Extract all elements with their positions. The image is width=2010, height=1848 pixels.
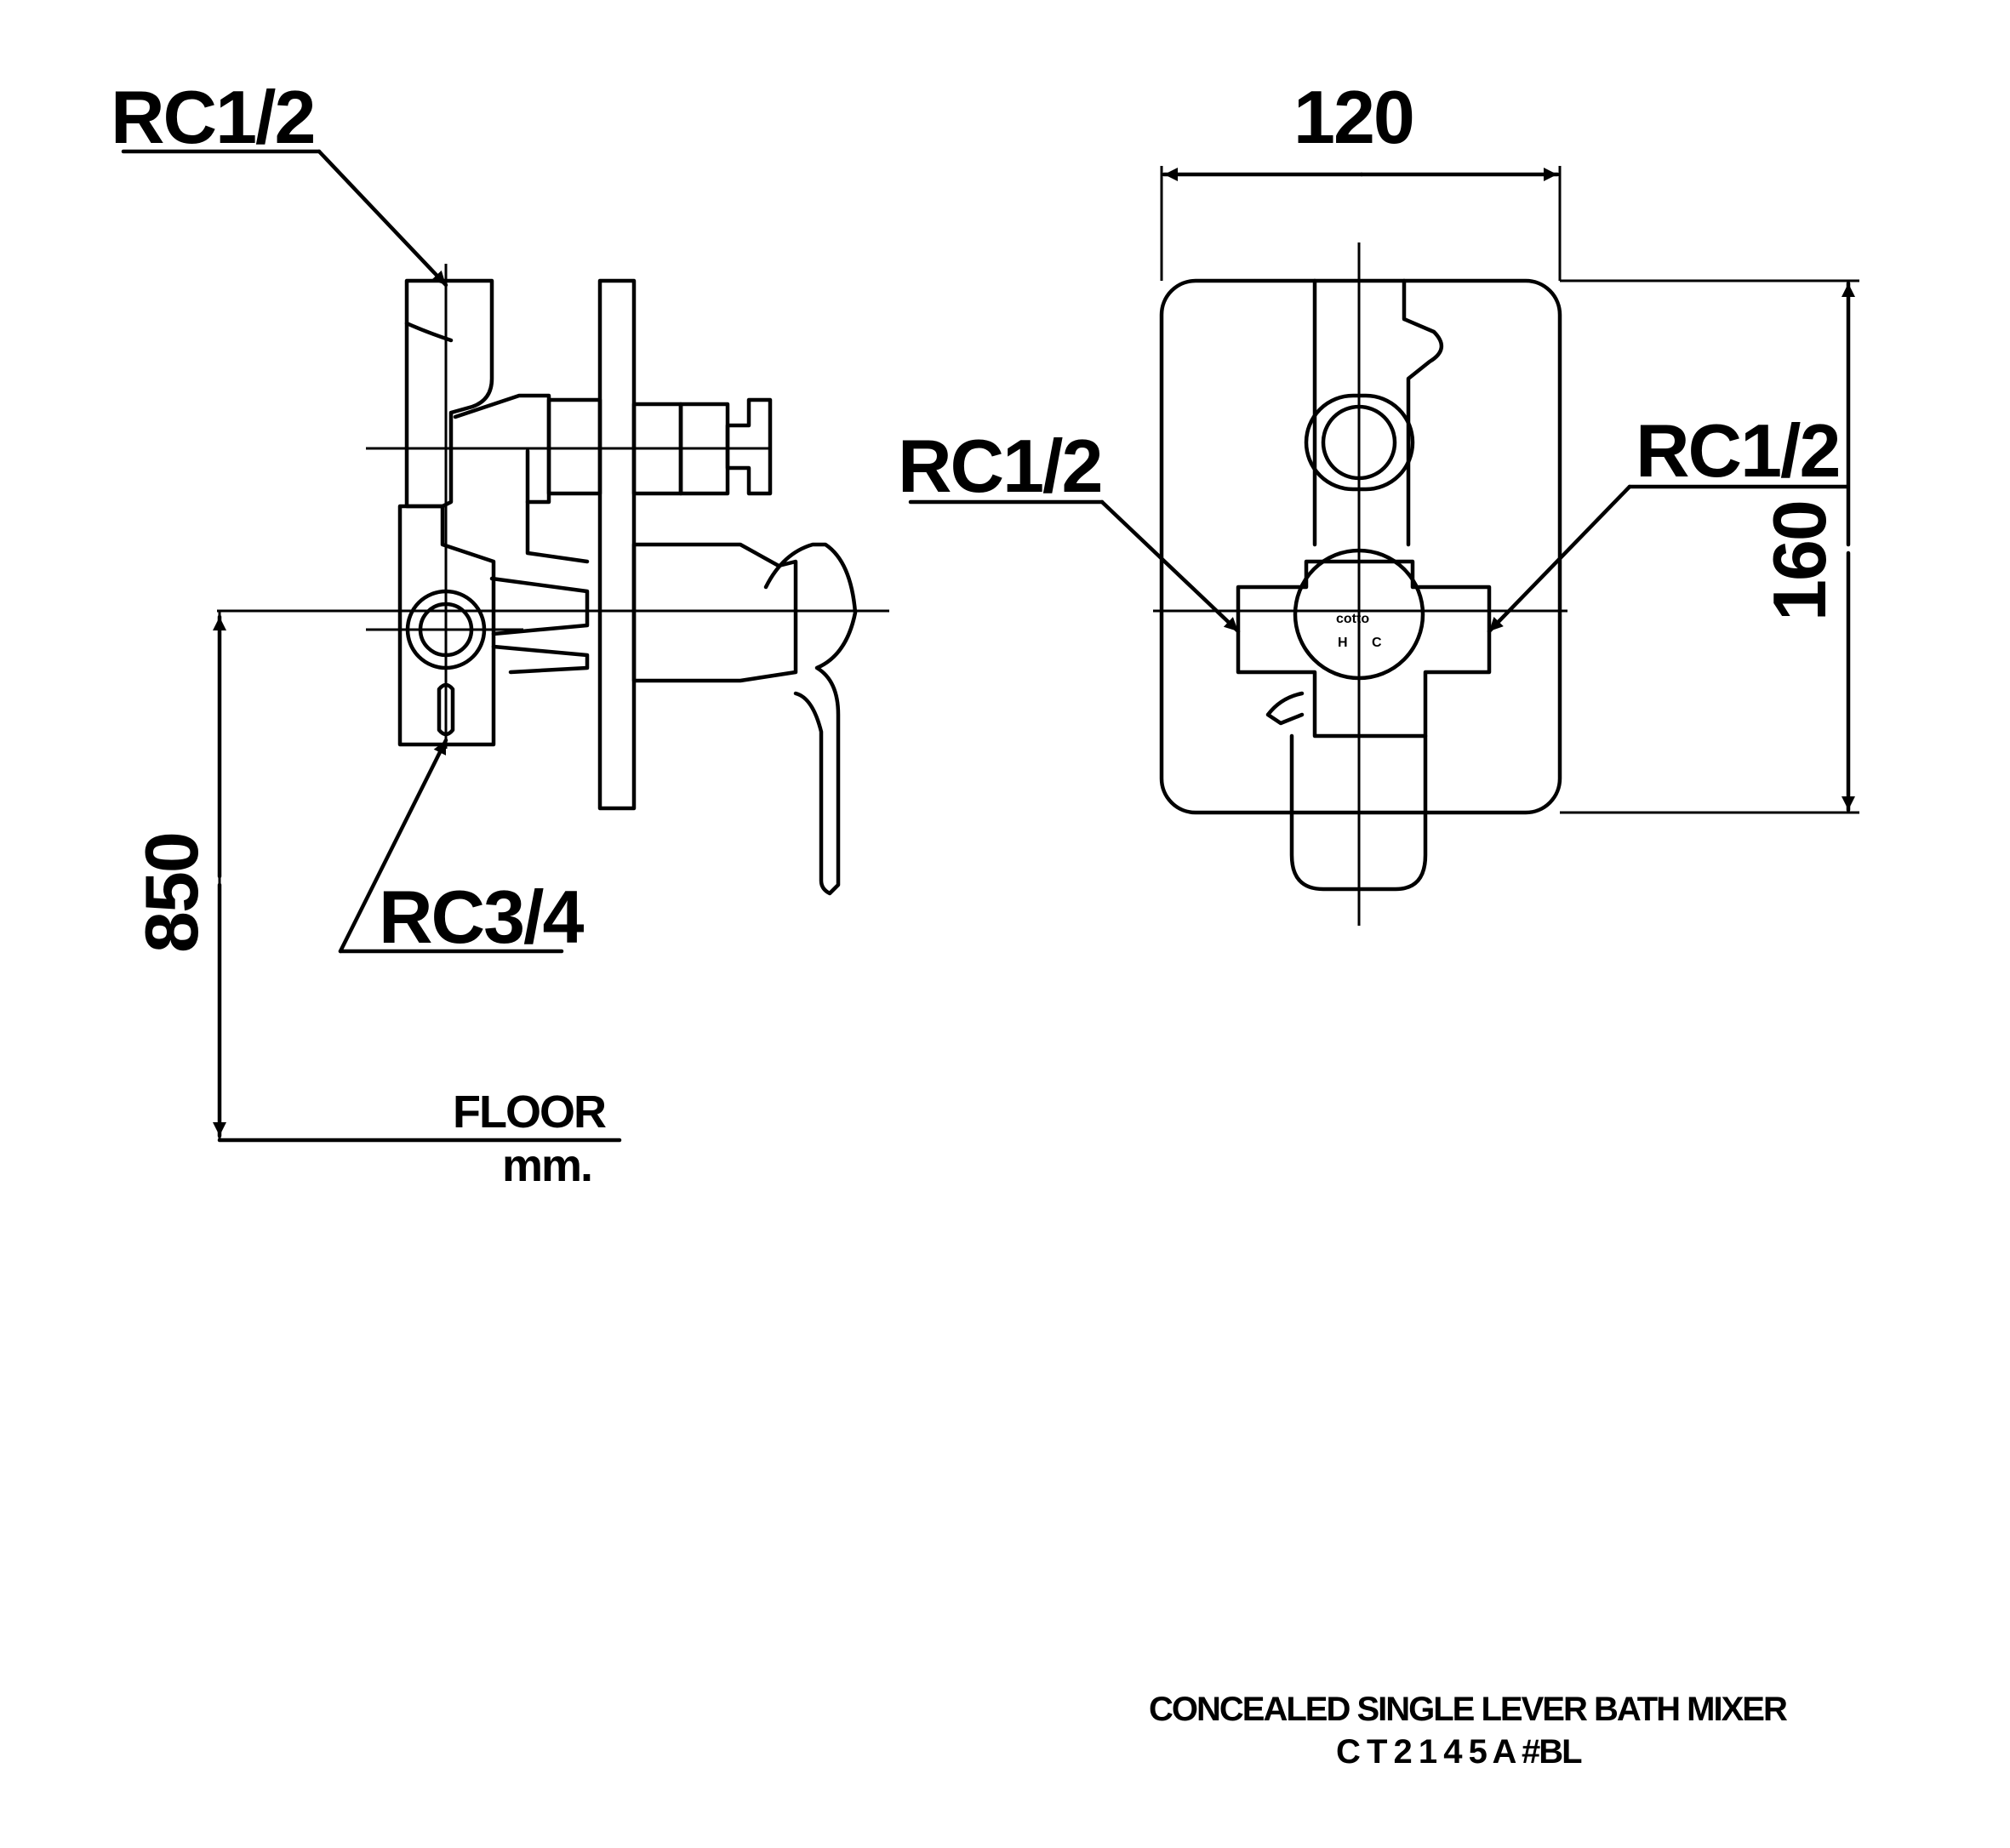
side-top-thread-label: RC1/2 (111, 75, 314, 159)
valve-body-lower (397, 504, 496, 747)
plate-height-dim-label: 160 (1757, 501, 1842, 621)
cartridge-brand: cotto (1336, 612, 1369, 626)
diverter-knob (725, 397, 773, 496)
wall-plate-front (1159, 278, 1562, 815)
width-dim-label: 120 (1293, 75, 1413, 159)
title-line-1: CONCEALED SINGLE LEVER BATH MIXER (1149, 1691, 1788, 1728)
hot-mark: H (1338, 636, 1348, 650)
title-line-2: C T 2 1 4 5 A #BL (1336, 1733, 1582, 1771)
cold-mark: C (1372, 636, 1382, 650)
side-bottom-thread-label: RC3/4 (379, 875, 584, 959)
front-right-thread-label: RC1/2 (1636, 408, 1839, 493)
wall-plate-side (597, 278, 637, 811)
drain-slot (437, 682, 455, 737)
title-block: CONCEALED SINGLE LEVER BATH MIXER C T 2 … (1149, 1691, 1790, 1771)
floor-label: FLOOR (453, 1087, 606, 1138)
front-left-thread-label: RC1/2 (898, 424, 1101, 508)
front-view: cotto H C RC1/2 RC1/2 120 160 (898, 75, 1859, 926)
unit-label: mm. (502, 1140, 591, 1191)
side-view: RC1/2 RC3/4 850 FLOOR mm. (111, 75, 889, 1191)
cartridge-cross (1236, 559, 1492, 739)
lever-body (631, 542, 798, 683)
diverter-spindle (546, 397, 602, 496)
lever-handle (763, 542, 858, 896)
height-dim-label: 850 (129, 833, 214, 953)
valve-body-outline (404, 278, 494, 509)
